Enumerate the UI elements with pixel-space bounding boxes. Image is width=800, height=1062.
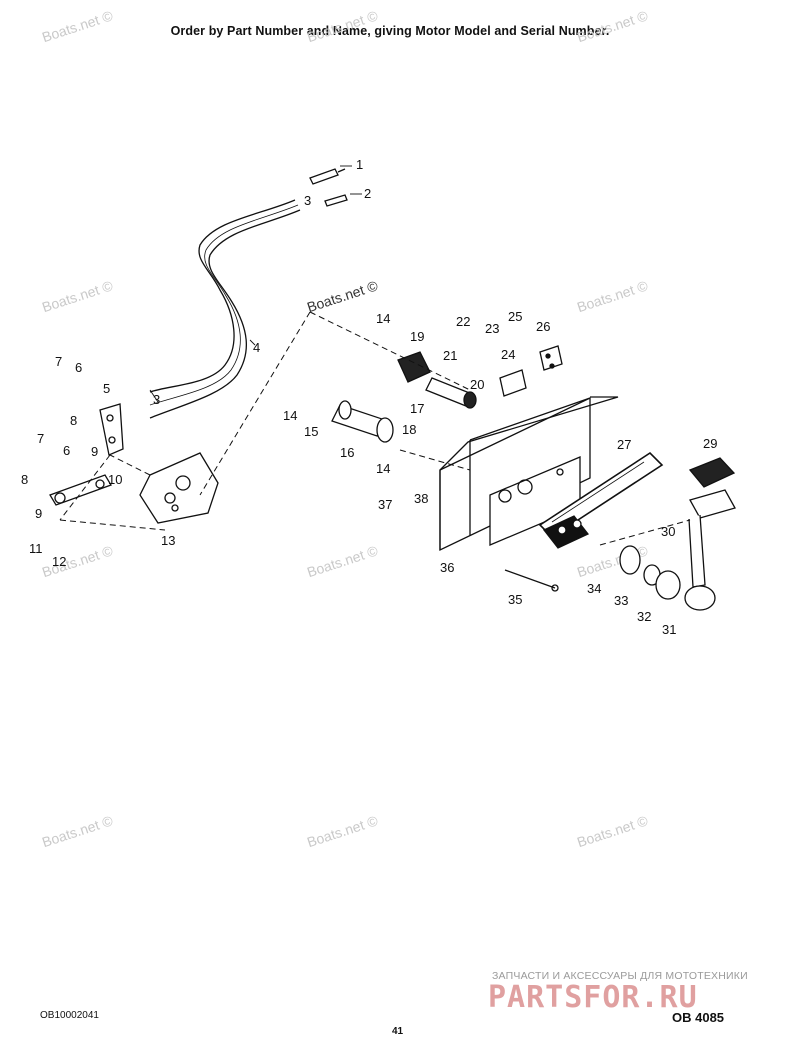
catalog-code: OB10002041: [40, 1010, 99, 1021]
callout-23: 23: [485, 321, 499, 336]
callout-24: 24: [501, 347, 515, 362]
callout-35: 35: [508, 592, 522, 607]
callout-13: 13: [161, 533, 175, 548]
callout-18: 18: [402, 422, 416, 437]
callout-5: 5: [103, 381, 110, 396]
callout-6: 6: [75, 360, 82, 375]
callout-32: 32: [637, 609, 651, 624]
knob-part: [397, 351, 431, 383]
callout-29: 29: [703, 436, 717, 451]
callout-34: 34: [587, 581, 601, 596]
callout-33: 33: [614, 593, 628, 608]
callout-36: 36: [440, 560, 454, 575]
callout-6: 6: [63, 443, 70, 458]
callout-16: 16: [340, 445, 354, 460]
shaft-part: [331, 400, 394, 443]
shop-logo: PARTSFOR.RU: [488, 980, 698, 1015]
callout-15: 15: [304, 424, 318, 439]
page-number: 41: [392, 1026, 404, 1037]
callout-21: 21: [443, 348, 457, 363]
leader-lines: [59, 311, 691, 546]
callout-12: 12: [52, 554, 66, 569]
callout-1: 1: [356, 157, 363, 172]
callout-3: 3: [153, 392, 160, 407]
callout-26: 26: [536, 319, 550, 334]
handle-grip-part: [688, 457, 736, 488]
cable-end-part: [309, 168, 348, 207]
control-handle-part: [684, 489, 736, 611]
callout-8: 8: [21, 472, 28, 487]
shop-tagline: ЗАПЧАСТИ И АКСЕССУАРЫ ДЛЯ МОТОТЕХНИКИ: [492, 970, 748, 982]
callout-19: 19: [410, 329, 424, 344]
callout-7: 7: [37, 431, 44, 446]
control-cables: [149, 199, 301, 419]
small-bracket-part: [499, 345, 563, 397]
callout-8: 8: [70, 413, 77, 428]
order-instruction: Order by Part Number and Name, giving Mo…: [170, 24, 610, 38]
shaft-part-20: [425, 377, 477, 409]
callout-25: 25: [508, 309, 522, 324]
gasket-part: [538, 451, 664, 549]
callout-9: 9: [35, 506, 42, 521]
callout-10: 10: [108, 472, 122, 487]
callout-9: 9: [91, 444, 98, 459]
base-plate-part: [139, 452, 219, 524]
callout-3: 3: [304, 193, 311, 208]
drawing-number: OB 4085: [672, 1010, 725, 1025]
callout-14: 14: [376, 461, 390, 476]
callout-14: 14: [376, 311, 390, 326]
callout-31: 31: [662, 622, 676, 637]
callout-7: 7: [55, 354, 62, 369]
callout-2: 2: [364, 186, 371, 201]
callout-14: 14: [283, 408, 297, 423]
callout-22: 22: [456, 314, 470, 329]
callout-38: 38: [414, 491, 428, 506]
callout-17: 17: [410, 401, 424, 416]
lever-part: [49, 474, 112, 506]
bracket-part: [99, 403, 124, 456]
control-housing-part: [439, 396, 619, 552]
callout-27: 27: [617, 437, 631, 452]
callout-20: 20: [470, 377, 484, 392]
ring-parts: [619, 545, 681, 600]
callout-37: 37: [378, 497, 392, 512]
callout-11: 11: [29, 541, 43, 556]
callout-4: 4: [253, 340, 260, 355]
callout-30: 30: [661, 524, 675, 539]
screw-part: [504, 569, 559, 592]
